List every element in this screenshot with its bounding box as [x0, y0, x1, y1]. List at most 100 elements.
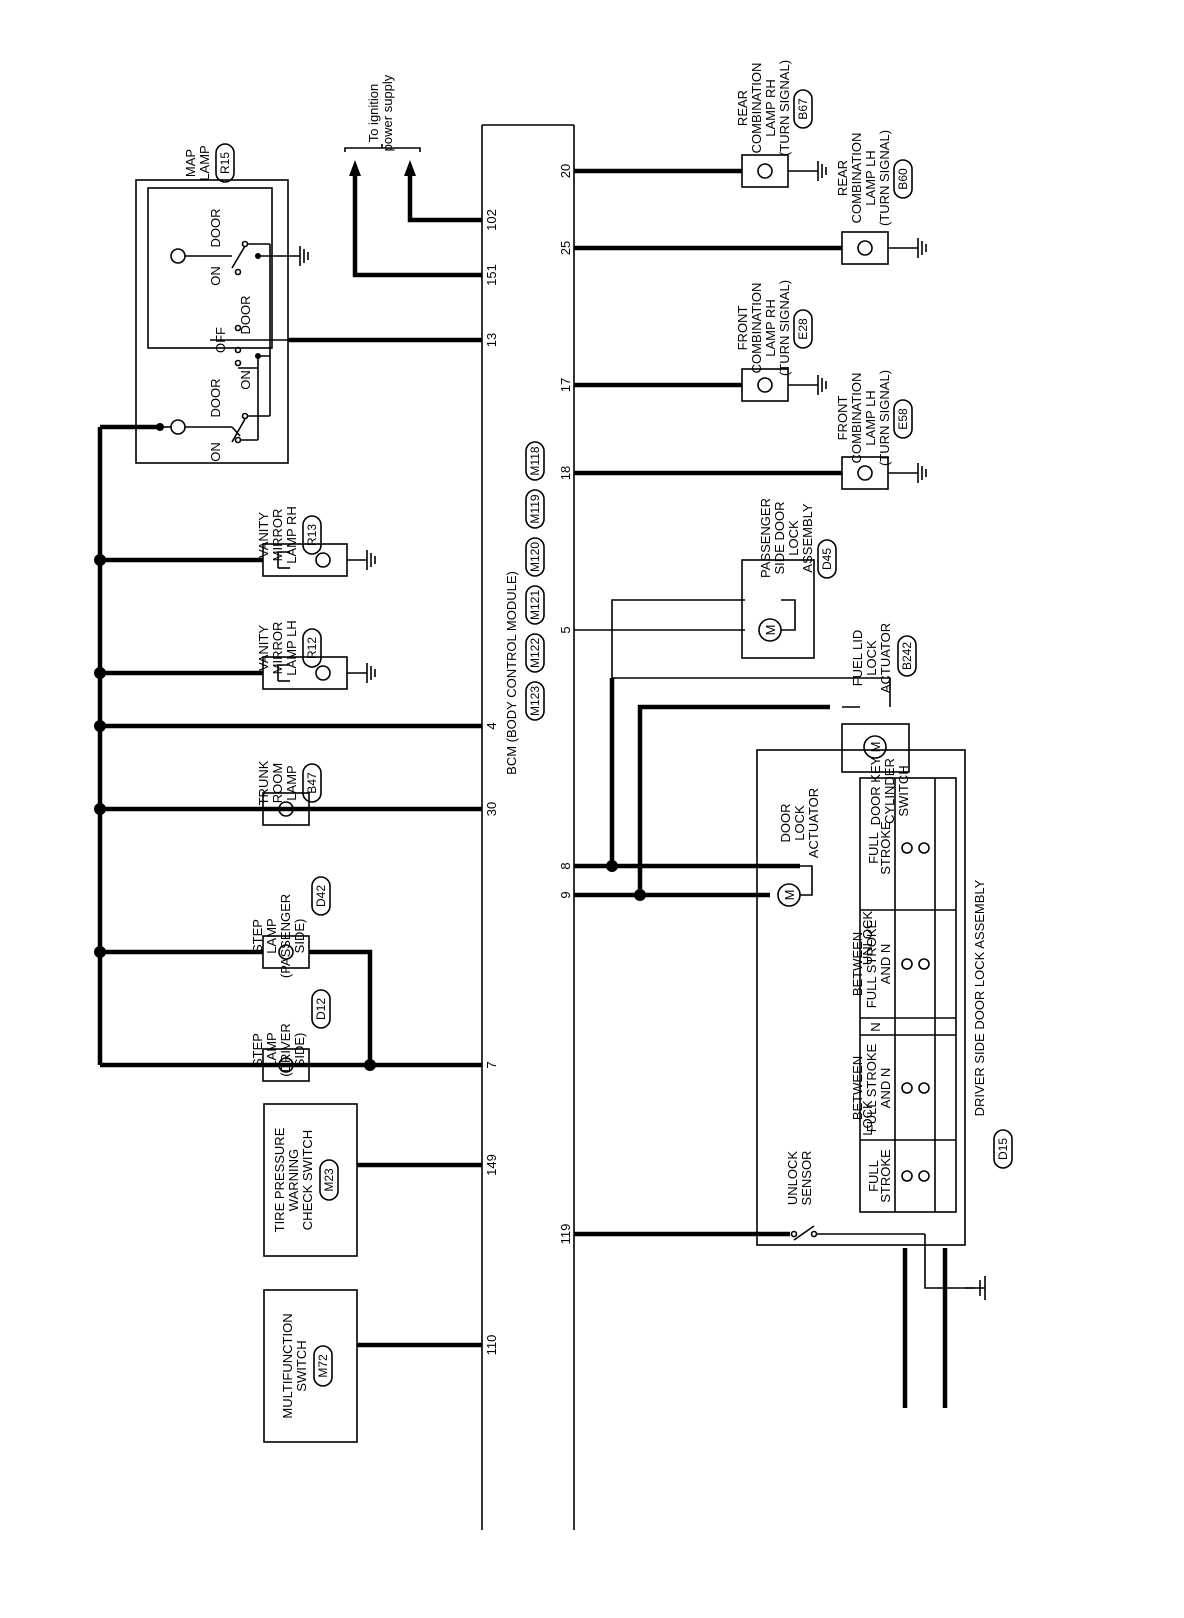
svg-text:REAR: REAR	[735, 90, 750, 126]
bcm-label: BCM (BODY CONTROL MODULE)	[504, 571, 519, 775]
svg-text:LAMP: LAMP	[284, 765, 299, 800]
svg-text:STEP: STEP	[250, 919, 265, 953]
svg-text:M119: M119	[528, 494, 542, 523]
svg-text:B60: B60	[896, 168, 910, 190]
svg-text:BETWEEN: BETWEEN	[850, 1056, 865, 1120]
fuel-lid-lock-actuator: M FUEL LID LOCK ACTUATOR B242	[606, 623, 917, 901]
svg-text:13: 13	[484, 333, 499, 347]
svg-text:ON: ON	[208, 266, 223, 286]
svg-text:D12: D12	[314, 998, 328, 1020]
svg-text:To ignition: To ignition	[366, 84, 381, 143]
svg-text:18: 18	[558, 466, 573, 480]
tire-pressure-switch: TIRE PRESSURE WARNING CHECK SWITCH M23	[263, 1103, 482, 1257]
svg-text:9: 9	[558, 891, 573, 898]
svg-text:LAMP RH: LAMP RH	[763, 299, 778, 357]
svg-text:MULTIFUNCTION: MULTIFUNCTION	[280, 1313, 295, 1418]
svg-text:AND N: AND N	[878, 1068, 893, 1108]
svg-text:M: M	[782, 890, 797, 901]
svg-text:LAMP RH: LAMP RH	[763, 79, 778, 137]
svg-text:(TURN SIGNAL): (TURN SIGNAL)	[877, 130, 892, 226]
svg-text:MAP: MAP	[183, 149, 198, 177]
svg-text:TIRE PRESSURE: TIRE PRESSURE	[272, 1127, 287, 1232]
svg-text:D42: D42	[314, 885, 328, 907]
svg-text:E58: E58	[896, 408, 910, 430]
svg-text:B47: B47	[305, 772, 319, 794]
svg-text:REAR: REAR	[835, 160, 850, 196]
svg-text:ON: ON	[208, 442, 223, 462]
svg-text:CHECK SWITCH: CHECK SWITCH	[300, 1130, 315, 1230]
svg-text:OFF: OFF	[213, 327, 228, 353]
front-combination-lamp-rh: FRONT COMBINATION LAMP RH (TURN SIGNAL) …	[574, 280, 827, 402]
bcm-module: BCM (BODY CONTROL MODULE) M118 M119 M120…	[481, 124, 575, 1530]
svg-text:CYLINDER: CYLINDER	[882, 758, 897, 824]
svg-text:DOOR KEY: DOOR KEY	[868, 756, 883, 825]
svg-text:WARNING: WARNING	[286, 1149, 301, 1211]
svg-text:20: 20	[558, 164, 573, 178]
rear-combination-lamp-lh: REAR COMBINATION LAMP LH (TURN SIGNAL) B…	[574, 130, 927, 265]
svg-text:ACTUATOR: ACTUATOR	[806, 788, 821, 858]
svg-text:FRONT: FRONT	[735, 306, 750, 351]
svg-text:D45: D45	[820, 548, 834, 570]
svg-text:E28: E28	[796, 318, 810, 340]
svg-text:(TURN SIGNAL): (TURN SIGNAL)	[877, 370, 892, 466]
svg-text:M121: M121	[528, 590, 542, 620]
svg-text:119: 119	[558, 1224, 573, 1245]
svg-text:STROKE: STROKE	[878, 821, 893, 875]
svg-text:SENSOR: SENSOR	[799, 1151, 814, 1206]
svg-text:ACTUATOR: ACTUATOR	[878, 623, 893, 693]
svg-text:COMBINATION: COMBINATION	[849, 373, 864, 464]
svg-text:25: 25	[558, 241, 573, 255]
svg-text:8: 8	[558, 862, 573, 869]
svg-text:(DRIVER: (DRIVER	[278, 1023, 293, 1076]
svg-text:LAMP: LAMP	[264, 918, 279, 953]
svg-text:M: M	[763, 625, 778, 636]
pin-labels: 110 149 7 30 4 13 151 102 119 9 8 5 18 1…	[484, 164, 573, 1356]
svg-text:LOCK: LOCK	[786, 520, 801, 556]
svg-text:LOCK: LOCK	[864, 640, 879, 676]
svg-text:DOOR: DOOR	[208, 379, 223, 418]
svg-text:(PASSENGER: (PASSENGER	[278, 894, 293, 978]
svg-text:(TURN SIGNAL): (TURN SIGNAL)	[777, 60, 792, 156]
svg-text:FULL: FULL	[866, 832, 881, 864]
svg-text:M118: M118	[528, 446, 542, 475]
svg-text:M123: M123	[528, 686, 542, 716]
svg-text:SIDE): SIDE)	[292, 919, 307, 954]
rear-combination-lamp-rh: REAR COMBINATION LAMP RH (TURN SIGNAL) B…	[574, 60, 827, 188]
svg-text:17: 17	[558, 378, 573, 392]
svg-text:COMBINATION: COMBINATION	[749, 283, 764, 374]
svg-text:102: 102	[484, 209, 499, 231]
front-combination-lamp-lh: FRONT COMBINATION LAMP LH (TURN SIGNAL) …	[574, 370, 927, 490]
svg-text:M120: M120	[528, 542, 542, 572]
svg-text:R15: R15	[218, 152, 232, 174]
svg-text:power supply: power supply	[380, 74, 395, 151]
svg-text:MIRROR: MIRROR	[270, 509, 285, 562]
ignition-supply: To ignition power supply	[344, 74, 482, 278]
svg-text:AND N: AND N	[878, 944, 893, 984]
vanity-mirror-lamp-lh: VANITY MIRROR LAMP LH R12	[94, 620, 376, 690]
multifunction-switch: MULTIFUNCTION SWITCH M72	[263, 1289, 482, 1443]
svg-text:DOOR: DOOR	[238, 296, 253, 335]
svg-text:R12: R12	[305, 637, 319, 659]
step-lamp-driver: STEP LAMP (DRIVER SIDE) D12	[100, 989, 482, 1082]
svg-text:7: 7	[484, 1061, 499, 1068]
svg-text:M: M	[868, 742, 883, 753]
svg-text:FUEL LID: FUEL LID	[850, 630, 865, 687]
svg-text:DRIVER SIDE DOOR LOCK ASSEMBLY: DRIVER SIDE DOOR LOCK ASSEMBLY	[972, 879, 987, 1116]
vanity-mirror-lamp-rh: VANITY MIRROR LAMP RH R13	[94, 506, 376, 577]
svg-text:B67: B67	[796, 98, 810, 120]
svg-text:LOCK: LOCK	[792, 805, 807, 841]
svg-text:FULL STROKE: FULL STROKE	[864, 919, 879, 1008]
svg-text:D15: D15	[996, 1138, 1010, 1160]
svg-text:4: 4	[484, 722, 499, 729]
svg-text:30: 30	[484, 802, 499, 816]
svg-text:ON: ON	[238, 370, 253, 390]
svg-text:UNLOCK: UNLOCK	[785, 1151, 800, 1206]
svg-text:COMBINATION: COMBINATION	[749, 63, 764, 154]
svg-text:LAMP: LAMP	[197, 145, 212, 180]
svg-text:DOOR: DOOR	[778, 804, 793, 843]
svg-text:5: 5	[558, 626, 573, 633]
svg-text:VANITY: VANITY	[256, 512, 271, 558]
svg-text:STROKE: STROKE	[878, 1149, 893, 1203]
svg-text:110: 110	[484, 1335, 499, 1356]
